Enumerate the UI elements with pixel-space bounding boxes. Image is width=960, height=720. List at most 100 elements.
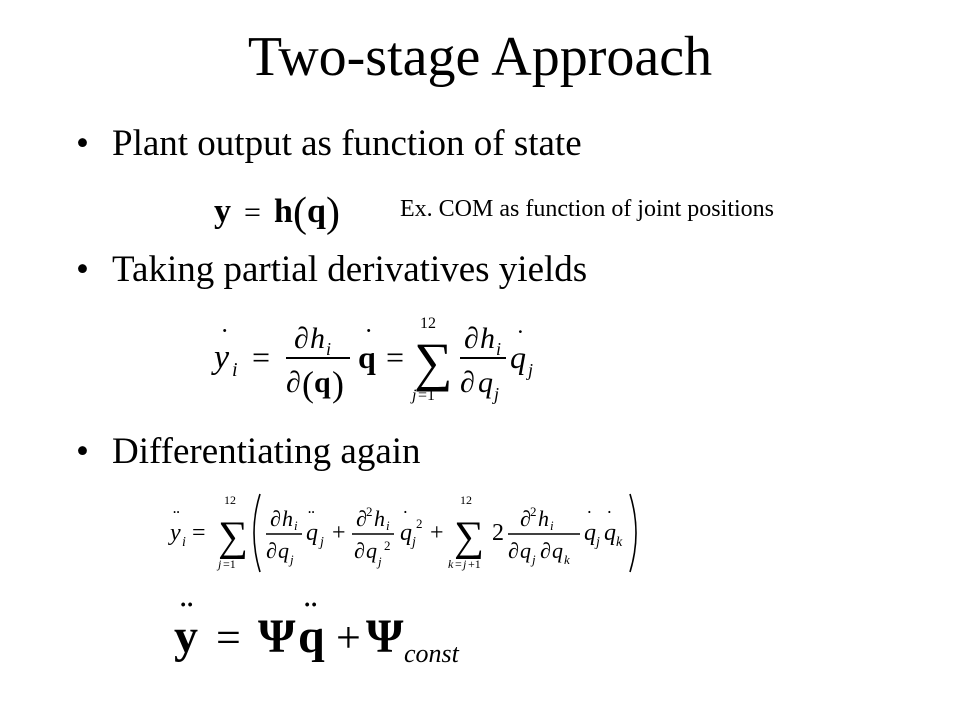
svg-text:j: j — [318, 535, 324, 550]
svg-text:=: = — [192, 520, 206, 546]
svg-text:j: j — [288, 552, 294, 567]
svg-text:∂: ∂ — [266, 538, 277, 563]
svg-text:∂: ∂ — [356, 506, 367, 531]
svg-text:h: h — [374, 506, 385, 531]
svg-text:): ) — [326, 190, 340, 236]
svg-text:i: i — [232, 359, 238, 381]
svg-text:q: q — [552, 538, 563, 563]
svg-text:j: j — [410, 535, 416, 550]
svg-text:(: ( — [302, 364, 314, 404]
svg-text:q: q — [510, 339, 526, 375]
equation-output-function: y = h ( q ) — [210, 186, 350, 241]
svg-text:=1: =1 — [418, 387, 435, 404]
equation-svg: y ˙ i = ∂ h i ∂ ( q ) q ˙ = 12 ∑ j =1 ∂ … — [211, 315, 533, 404]
svg-text:¨: ¨ — [304, 598, 317, 637]
svg-text:j: j — [526, 360, 533, 380]
svg-text:+: + — [332, 520, 346, 546]
svg-text:12: 12 — [420, 315, 436, 332]
svg-text:h: h — [274, 193, 293, 230]
svg-text:i: i — [182, 535, 186, 550]
svg-text:i: i — [294, 518, 298, 533]
svg-text:+1: +1 — [468, 557, 481, 571]
svg-text:12: 12 — [460, 493, 472, 507]
svg-text:q: q — [298, 610, 325, 663]
svg-text:¨: ¨ — [308, 507, 315, 529]
svg-text:q: q — [584, 520, 596, 546]
svg-text:∑: ∑ — [414, 332, 453, 392]
svg-text:=: = — [244, 196, 261, 229]
svg-text:2: 2 — [492, 520, 504, 546]
bullet-marker: • — [76, 249, 89, 290]
svg-text:˙: ˙ — [364, 324, 373, 355]
svg-text:¨: ¨ — [180, 598, 193, 637]
svg-text:∂: ∂ — [286, 366, 301, 399]
equation-second-derivative: y ¨ i = 12 ∑ j =1 ∂ h i ∂ q j q ¨ j + ∂ … — [168, 488, 648, 583]
svg-text:y: y — [214, 193, 231, 230]
svg-text:j: j — [376, 554, 382, 569]
svg-text:˙: ˙ — [586, 507, 593, 529]
svg-text:h: h — [282, 506, 293, 531]
svg-text:q: q — [307, 193, 326, 230]
svg-text:j: j — [216, 557, 222, 571]
equation-matrix-form: y ¨ = Ψ q ¨ + Ψ const — [170, 592, 480, 675]
svg-text:i: i — [550, 518, 554, 533]
equation-first-derivative: y ˙ i = ∂ h i ∂ ( q ) q ˙ = 12 ∑ j =1 ∂ … — [210, 310, 540, 410]
svg-text:j: j — [594, 535, 600, 550]
svg-text:12: 12 — [224, 493, 236, 507]
bullet-partial-derivatives: • Taking partial derivatives yields — [76, 248, 587, 292]
svg-text:q: q — [358, 339, 376, 375]
svg-text:˙: ˙ — [606, 507, 613, 529]
svg-text:=: = — [252, 339, 270, 375]
svg-text:2: 2 — [416, 516, 423, 531]
svg-text:h: h — [310, 322, 325, 355]
bullet-marker: • — [76, 431, 89, 472]
svg-text:q: q — [366, 538, 377, 563]
svg-text:¨: ¨ — [173, 507, 180, 529]
svg-text:q: q — [478, 366, 493, 399]
svg-text:∂: ∂ — [460, 366, 475, 399]
svg-text:k: k — [564, 552, 570, 567]
bullet-plant-output: • Plant output as function of state — [76, 122, 582, 166]
svg-text:Ψ: Ψ — [258, 610, 296, 663]
svg-text:=1: =1 — [223, 557, 236, 571]
svg-text:h: h — [538, 506, 549, 531]
svg-text:∂: ∂ — [464, 322, 479, 355]
equation-svg: y ¨ i = 12 ∑ j =1 ∂ h i ∂ q j q ¨ j + ∂ … — [168, 493, 637, 573]
svg-text:y: y — [168, 520, 181, 546]
svg-text:j: j — [461, 557, 467, 571]
svg-text:∑: ∑ — [218, 514, 248, 560]
svg-text:(: ( — [293, 190, 307, 236]
svg-text:2: 2 — [384, 538, 391, 553]
svg-text:˙: ˙ — [516, 325, 525, 354]
slide-title: Two-stage Approach — [247, 26, 713, 88]
svg-text:∂: ∂ — [270, 506, 281, 531]
svg-text:q: q — [314, 366, 331, 399]
svg-text:q: q — [400, 520, 412, 546]
equation-svg: y = h ( q ) — [214, 190, 340, 236]
bullet-text: Taking partial derivatives yields — [112, 249, 588, 290]
equation-svg: y ¨ = Ψ q ¨ + Ψ const — [174, 592, 460, 668]
svg-text:+: + — [430, 520, 444, 546]
svg-text:2: 2 — [530, 504, 537, 519]
svg-text:j: j — [410, 387, 417, 404]
svg-text:q: q — [306, 520, 318, 546]
svg-text:q: q — [278, 538, 289, 563]
svg-text:∂: ∂ — [520, 506, 531, 531]
bullet-text: Plant output as function of state — [112, 123, 582, 164]
bullet-marker: • — [76, 123, 89, 164]
svg-text:q: q — [604, 520, 616, 546]
svg-text:∂: ∂ — [294, 322, 309, 355]
svg-text:∂: ∂ — [508, 538, 519, 563]
svg-text:y: y — [211, 339, 230, 376]
svg-text:∂: ∂ — [540, 538, 551, 563]
svg-text:2: 2 — [366, 504, 373, 519]
svg-text:j: j — [530, 552, 536, 567]
svg-text:i: i — [386, 518, 390, 533]
example-note: Ex. COM as function of joint positions — [400, 196, 774, 222]
svg-text:=: = — [455, 557, 462, 571]
svg-text:∑: ∑ — [454, 514, 484, 560]
svg-text:∂: ∂ — [354, 538, 365, 563]
svg-text:Ψ: Ψ — [366, 610, 404, 663]
svg-text:=: = — [216, 613, 241, 662]
